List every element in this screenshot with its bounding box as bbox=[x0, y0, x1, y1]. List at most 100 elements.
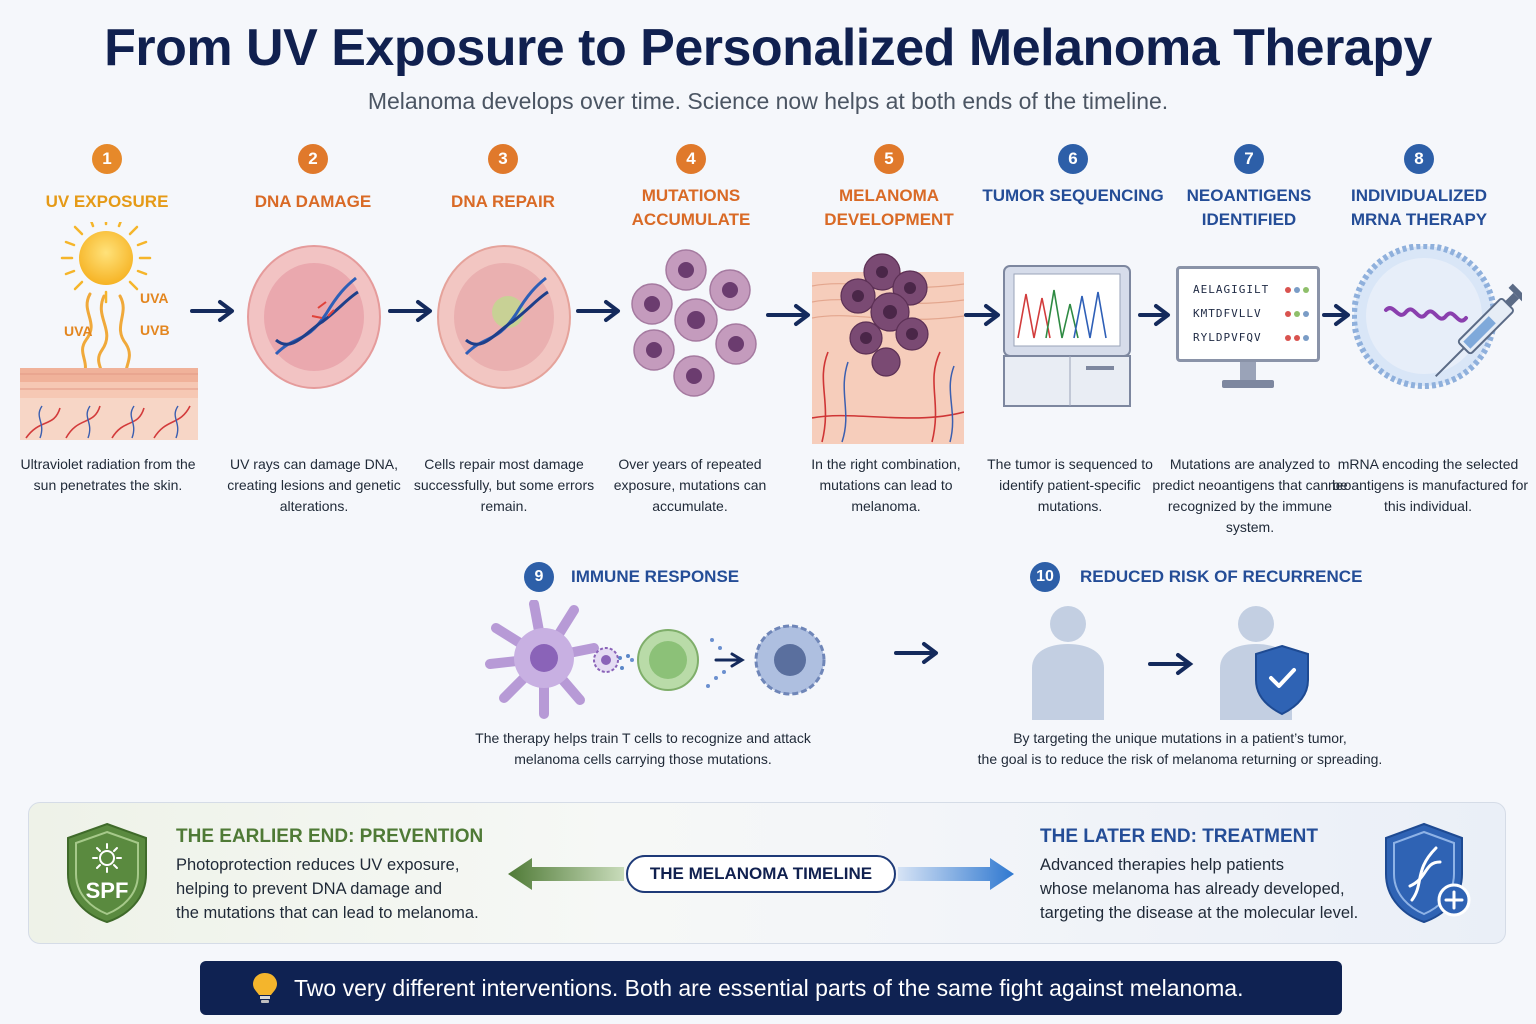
syringe-icon bbox=[1435, 283, 1522, 377]
arrow-right-icon bbox=[1322, 304, 1350, 326]
step-number-badge: 8 bbox=[1404, 144, 1434, 174]
mrna-vaccine-illustration bbox=[1352, 244, 1522, 389]
step-title: INDIVIDUALIZED mRNA THERAPY bbox=[1350, 186, 1488, 229]
prevention-text: Photoprotection reduces UV exposure, hel… bbox=[176, 853, 479, 925]
sun-icon bbox=[60, 222, 152, 304]
arrow-right-icon bbox=[766, 304, 810, 326]
dendritic-cell-icon bbox=[485, 600, 599, 719]
step-description: mRNA encoding the selected neoantigens i… bbox=[1328, 456, 1529, 514]
monitor-stand-icon bbox=[1222, 362, 1274, 388]
immune-response-illustration bbox=[485, 600, 826, 719]
mrna-strand-icon bbox=[1384, 306, 1468, 323]
step-description: The tumor is sequenced to identify patie… bbox=[987, 456, 1153, 514]
t-cell-icon bbox=[637, 629, 699, 691]
sequencer-machine-icon bbox=[1003, 265, 1131, 407]
step-tumor-sequencing: 6 TUMOR SEQUENCING bbox=[978, 144, 1168, 208]
sequence-line: KMTDFVLLV bbox=[1193, 307, 1262, 320]
step-number-badge: 6 bbox=[1058, 144, 1088, 174]
arrow-right-icon bbox=[1138, 304, 1170, 326]
sequence-line: AELAGIGILT bbox=[1193, 283, 1270, 296]
status-dots-icon bbox=[1285, 287, 1309, 341]
uva-label-left: UVA bbox=[64, 323, 93, 339]
step-description: Ultraviolet radiation from the sun penet… bbox=[20, 456, 196, 493]
step-description: Mutations are analyzed to predict neoant… bbox=[1152, 456, 1348, 535]
step-number-badge: 3 bbox=[488, 144, 518, 174]
reduced-risk-description: By targeting the unique mutations in a p… bbox=[950, 728, 1410, 770]
step-individualized-mrna-therapy: 8 INDIVIDUALIZED mRNA THERAPY bbox=[1324, 144, 1514, 232]
arrow-right-icon bbox=[898, 858, 1014, 890]
arrow-right-icon bbox=[964, 304, 1000, 326]
neoantigen-monitor: AELAGIGILT KMTDFVLLV RYLDPVFQV bbox=[1176, 266, 1320, 362]
step-number-badge: 10 bbox=[1030, 562, 1060, 592]
step-number-badge: 2 bbox=[298, 144, 328, 174]
text-line: Advanced therapies help patients bbox=[1040, 856, 1285, 874]
step-title: MELANOMA DEVELOPMENT bbox=[824, 186, 954, 229]
damaged-cell-illustration bbox=[247, 245, 381, 389]
dna-helix-icon bbox=[274, 276, 359, 356]
step-title: DNA DAMAGE bbox=[254, 192, 372, 211]
repaired-cell-illustration bbox=[437, 245, 571, 389]
patient-protection-illustration bbox=[1032, 606, 1309, 720]
treatment-heading: THE LATER END: TREATMENT bbox=[1040, 826, 1318, 847]
step-number-badge: 5 bbox=[874, 144, 904, 174]
step-title: MUTATIONS ACCUMULATE bbox=[631, 186, 751, 229]
step-number-badge: 9 bbox=[524, 562, 554, 592]
step-mutations-accumulate: 4 MUTATIONS ACCUMULATE bbox=[596, 144, 786, 232]
step-number-badge: 1 bbox=[92, 144, 122, 174]
skin-layer bbox=[20, 368, 198, 440]
description-line: By targeting the unique mutations in a p… bbox=[1013, 730, 1347, 746]
mutated-cells-illustration bbox=[631, 249, 757, 397]
page-subtitle: Melanoma develops over time. Science now… bbox=[367, 88, 1169, 114]
step-dna-damage: 2 DNA DAMAGE bbox=[218, 144, 408, 214]
step-title: NEOANTIGENS IDENTIFIED bbox=[1186, 186, 1312, 229]
step-dna-repair: 3 DNA REPAIR bbox=[408, 144, 598, 214]
step-melanoma-development: 5 MELANOMA DEVELOPMENT bbox=[794, 144, 984, 232]
description-line: The therapy helps train T cells to recog… bbox=[475, 730, 811, 746]
spf-label: SPF bbox=[86, 878, 129, 903]
arrow-left-icon bbox=[508, 858, 624, 890]
step-uv-exposure: 1 UV EXPOSURE bbox=[12, 144, 202, 214]
dna-shield-icon bbox=[1385, 822, 1471, 924]
arrow-right-icon bbox=[388, 300, 432, 322]
text-line: whose melanoma has already developed, bbox=[1040, 880, 1345, 898]
footer-message: Two very different interventions. Both a… bbox=[294, 975, 1244, 1001]
timeline-label: THE MELANOMA TIMELINE bbox=[626, 855, 896, 893]
step-title: DNA REPAIR bbox=[451, 192, 555, 211]
treatment-text: Advanced therapies help patients whose m… bbox=[1040, 853, 1358, 925]
text-line: helping to prevent DNA damage and bbox=[176, 880, 443, 898]
spf-shield-icon: SPF bbox=[67, 822, 147, 924]
step-description: Over years of repeated exposure, mutatio… bbox=[613, 456, 767, 514]
text-line: Photoprotection reduces UV exposure, bbox=[176, 856, 460, 874]
immune-response-title: IMMUNE RESPONSE bbox=[571, 567, 740, 586]
dna-helix-icon bbox=[464, 276, 549, 356]
shield-check-icon bbox=[1255, 644, 1309, 716]
description-line: the goal is to reduce the risk of melano… bbox=[977, 751, 1383, 767]
description-line: melanoma cells carrying those mutations. bbox=[514, 751, 772, 767]
step-description: In the right combination, mutations can … bbox=[811, 456, 961, 514]
arrow-right-icon bbox=[190, 300, 234, 322]
step-title: TUMOR SEQUENCING bbox=[982, 186, 1164, 205]
arrow-right-icon bbox=[576, 300, 620, 322]
text-line: targeting the disease at the molecular l… bbox=[1040, 904, 1359, 922]
step-description: Cells repair most damage successfully, b… bbox=[413, 456, 595, 514]
arrow-right-icon bbox=[894, 642, 938, 664]
page-title: From UV Exposure to Personalized Melanom… bbox=[104, 19, 1432, 77]
uv-skin-illustration: UVA UVA UVB bbox=[20, 222, 198, 440]
melanoma-cell-icon bbox=[754, 624, 826, 696]
person-icon bbox=[1032, 606, 1104, 720]
melanoma-skin-illustration bbox=[812, 253, 964, 444]
uva-label: UVA bbox=[140, 290, 169, 306]
step-number-badge: 7 bbox=[1234, 144, 1264, 174]
lightbulb-icon bbox=[253, 973, 277, 1003]
step-title: UV EXPOSURE bbox=[45, 192, 169, 211]
footer-banner: Two very different interventions. Both a… bbox=[200, 961, 1342, 1015]
step-description: UV rays can damage DNA, creating lesions… bbox=[227, 456, 401, 514]
immune-response-description: The therapy helps train T cells to recog… bbox=[440, 728, 846, 770]
prevention-heading: THE EARLIER END: PREVENTION bbox=[176, 826, 484, 847]
text-line: the mutations that can lead to melanoma. bbox=[176, 904, 479, 922]
reduced-risk-title: REDUCED RISK OF RECURRENCE bbox=[1080, 567, 1363, 586]
step-number-badge: 4 bbox=[676, 144, 706, 174]
step-neoantigens-identified: 7 NEOANTIGENS IDENTIFIED bbox=[1154, 144, 1344, 232]
uvb-label: UVB bbox=[140, 322, 170, 338]
sequence-line: RYLDPVFQV bbox=[1193, 331, 1262, 344]
